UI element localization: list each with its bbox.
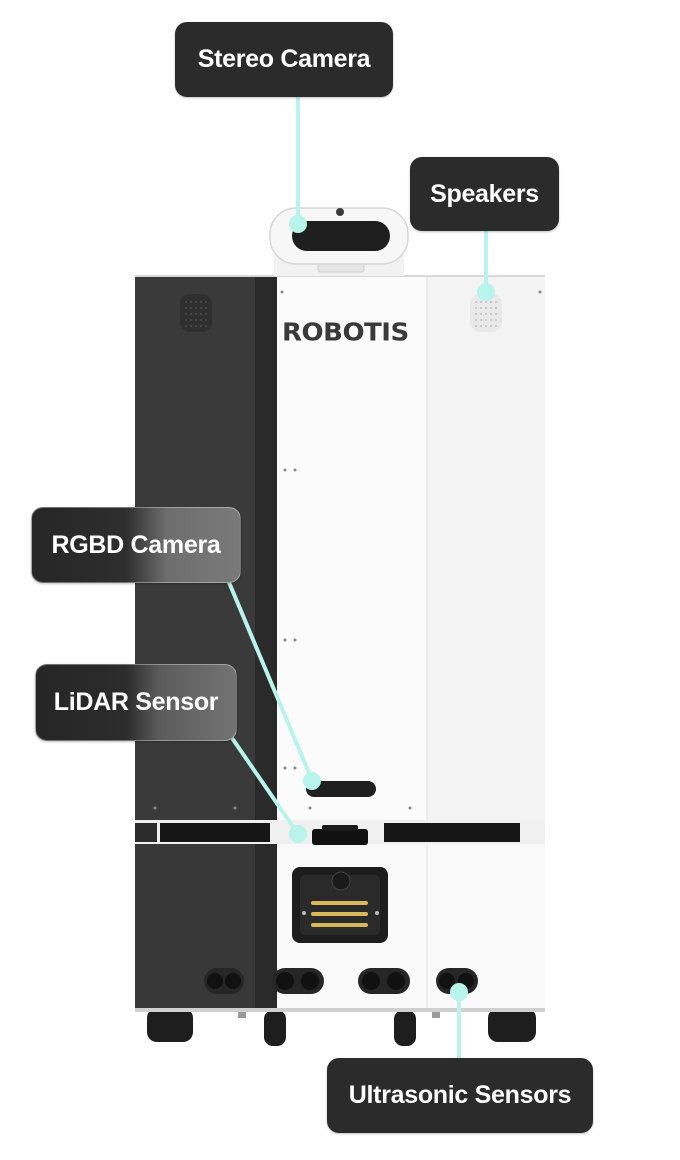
charging-connector [292,867,388,943]
ultrasonic-sensor-array [204,968,478,994]
leader-lines [226,96,488,1060]
leader-line-rgbd-camera [226,578,314,782]
callout-lidar-sensor: LiDAR Sensor [35,664,237,741]
leader-line-lidar-sensor [230,736,300,836]
robot-wheels [147,1008,536,1046]
stereo-camera-housing [269,207,409,276]
callout-ultrasonic-sensors: Ultrasonic Sensors [327,1058,593,1133]
lidar-sensor-unit [312,825,368,845]
rgbd-camera-slot [306,781,376,797]
callout-speakers: Speakers [410,157,559,231]
speaker-grille-left [180,294,212,332]
speaker-grille-right [470,294,502,332]
robotis-logo: ROBOTIS [282,318,409,348]
callout-stereo-camera: Stereo Camera [175,22,393,97]
leader-dots [289,215,495,1001]
callout-rgbd-camera: RGBD Camera [31,507,241,583]
